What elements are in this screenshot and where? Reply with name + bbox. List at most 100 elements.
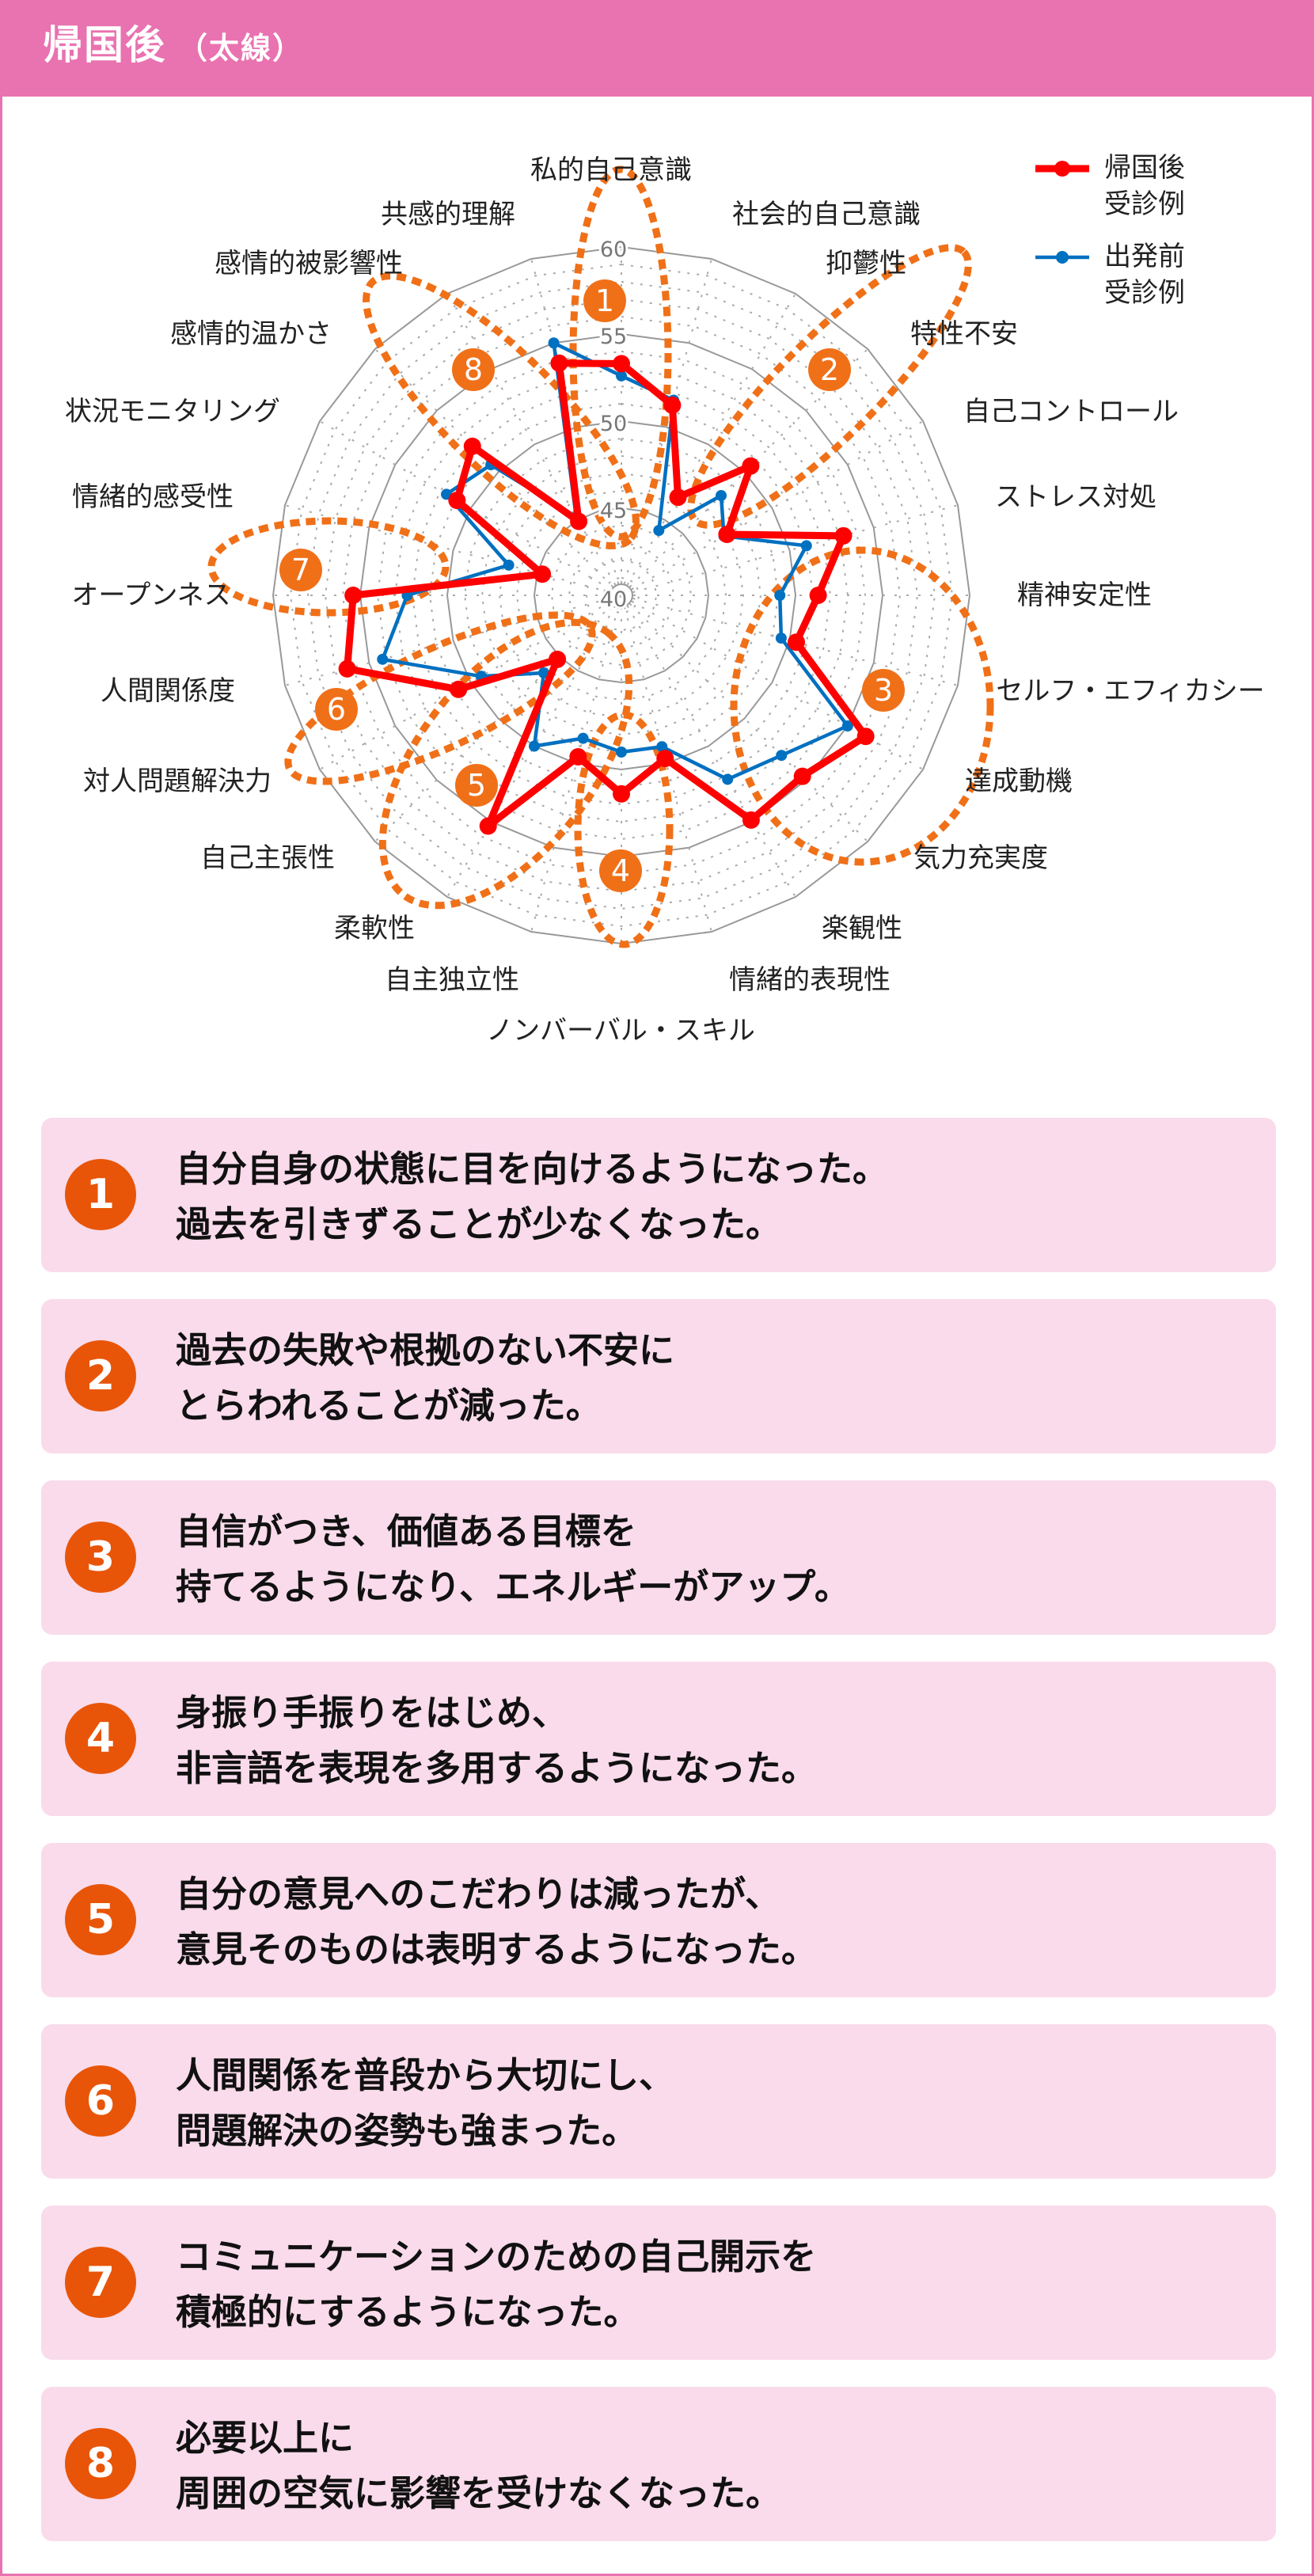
tick-label: 60 <box>600 237 627 262</box>
finding-card: 8 必要以上に周囲の空気に影響を受けなくなった。 <box>41 2387 1276 2541</box>
data-point <box>570 512 588 530</box>
annotation-ellipse-8 <box>363 272 640 549</box>
card-text: 身振り手振りをはじめ、非言語を表現を多用するようになった。 <box>176 1685 817 1796</box>
category-label: ノンバーバル・スキル <box>486 1015 755 1047</box>
annotation-ellipse-1 <box>569 165 672 541</box>
data-point <box>613 355 630 373</box>
annotation-badge <box>279 549 322 591</box>
card-text: 自分の意見へのこだわりは減ったが、意見そのものは表明するようになった。 <box>176 1867 817 1978</box>
minor-gridline <box>341 315 902 876</box>
annotation-badge <box>315 688 358 731</box>
data-point <box>338 659 356 678</box>
data-point <box>377 653 389 665</box>
finding-card: 5 自分の意見へのこだわりは減ったが、意見そのものは表明するようになった。 <box>41 1843 1276 1997</box>
legend-label: 受診例 <box>1104 188 1185 220</box>
center-ring <box>610 583 633 607</box>
card-text: 自分自身の状態に目を向けるようになった。過去を引きずることが少なくなった。 <box>176 1142 888 1252</box>
card-line: 周囲の空気に影響を受けなくなった。 <box>176 2472 782 2514</box>
annotation-number: 6 <box>327 692 346 727</box>
finding-card: 4 身振り手振りをはじめ、非言語を表現を多用するようになった。 <box>41 1662 1276 1816</box>
card-text: 自信がつき、価値ある目標を持てるようになり、エネルギーがアップ。 <box>176 1504 850 1615</box>
data-point <box>656 750 674 768</box>
data-point <box>663 396 682 414</box>
category-label: 達成動機 <box>965 766 1073 797</box>
number-badge: 3 <box>65 1522 136 1593</box>
data-point <box>529 740 540 752</box>
data-point <box>653 525 665 537</box>
data-point <box>534 565 552 583</box>
tick-label: 40 <box>600 587 627 612</box>
data-point <box>344 587 363 604</box>
annotation-number: 4 <box>611 853 630 888</box>
tick-label: 55 <box>600 325 627 349</box>
annotation-number: 3 <box>874 673 893 708</box>
number-badge: 8 <box>65 2428 136 2499</box>
number-badge: 4 <box>65 1703 136 1774</box>
minor-gridline <box>376 350 867 841</box>
data-point <box>613 785 630 803</box>
category-label: セルフ・エフィカシー <box>996 675 1264 707</box>
data-point <box>856 728 875 746</box>
number-badge: 6 <box>65 2065 136 2137</box>
annotation-badge <box>455 764 498 807</box>
data-point <box>722 773 734 785</box>
legend-marker <box>1054 161 1070 177</box>
card-line: コミュニケーションのための自己開示を <box>176 2236 817 2278</box>
data-point <box>448 492 466 510</box>
card-text: 必要以上に周囲の空気に影響を受けなくなった。 <box>176 2411 781 2521</box>
card-line: 積極的にするようになった。 <box>176 2291 640 2333</box>
annotation-ellipse-7 <box>207 517 450 617</box>
legend-marker <box>1056 251 1069 264</box>
data-point <box>463 437 481 455</box>
data-point <box>450 680 468 698</box>
minor-gridline <box>289 263 954 928</box>
card-line: 自分の意見へのこだわりは減ったが、 <box>176 1873 781 1915</box>
category-label: 自主独立性 <box>385 964 519 996</box>
category-label: 感情的被影響性 <box>215 248 403 279</box>
major-gridline <box>533 507 710 684</box>
data-point <box>479 817 497 835</box>
data-point <box>742 811 760 829</box>
annotation-badge <box>599 849 642 892</box>
card-line: 過去の失敗や根拠のない不安に <box>176 1329 675 1371</box>
category-label: ストレス対処 <box>995 481 1156 513</box>
category-label: 情緒的表現性 <box>729 964 891 996</box>
category-label: 私的自己意識 <box>530 154 692 186</box>
section-header: 帰国後（太線） <box>0 0 1314 97</box>
card-line: 自分自身の状態に目を向けるようになった。 <box>176 1148 889 1190</box>
annotation-ellipse-3 <box>730 546 994 866</box>
annotation-badge <box>862 669 905 712</box>
category-label: 共感的理解 <box>381 199 515 230</box>
annotation-number: 2 <box>820 352 839 387</box>
number-badge: 5 <box>65 1884 136 1955</box>
section-title: 帰国後（太線） <box>43 17 304 76</box>
data-point <box>669 488 687 507</box>
minor-gridline <box>498 472 745 719</box>
data-point <box>503 559 515 571</box>
data-point <box>775 633 787 644</box>
card-line: とらわれることが減った。 <box>176 1385 602 1427</box>
data-point <box>793 767 811 785</box>
legend-label: 受診例 <box>1104 277 1185 309</box>
finding-card: 6 人間関係を普段から大切にし、問題解決の姿勢も強まった。 <box>41 2024 1276 2179</box>
category-label: 感情的温かさ <box>170 318 332 350</box>
category-label: 情緒的感受性 <box>72 481 234 513</box>
category-label: 楽観性 <box>822 913 902 944</box>
category-label: 人間関係度 <box>101 675 235 707</box>
number-badge: 7 <box>65 2247 136 2318</box>
card-line: 身振り手振りをはじめ、 <box>176 1692 568 1734</box>
annotation-ellipse-6 <box>284 611 596 785</box>
data-point <box>577 732 589 744</box>
card-line: 自信がつき、価値ある目標を <box>176 1510 636 1552</box>
category-label: 自己主張性 <box>200 842 335 874</box>
radar-chart: 404550556012345678私的自己意識社会的自己意識抑鬱性特性不安自己… <box>65 152 1265 1047</box>
category-label: オープンネス <box>71 579 230 611</box>
category-label: 対人問題解決力 <box>83 766 272 797</box>
card-text: 人間関係を普段から大切にし、問題解決の姿勢も強まった。 <box>176 2048 674 2159</box>
category-label: 柔軟性 <box>334 913 415 944</box>
card-line: 非言語を表現を多用するようになった。 <box>176 1747 818 1789</box>
data-point <box>616 370 627 382</box>
annotation-ellipse-5 <box>378 618 633 910</box>
